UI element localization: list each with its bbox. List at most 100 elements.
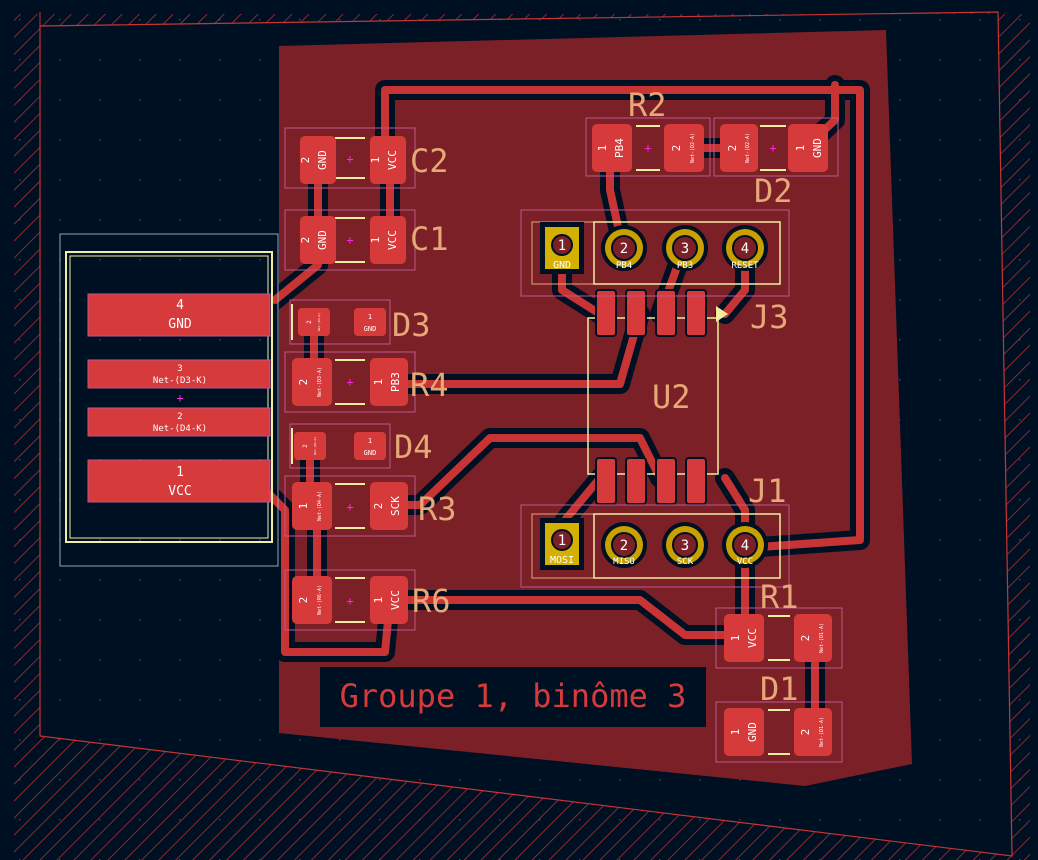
pad-net: VCC [389, 590, 402, 610]
ref-d1: D1 [760, 670, 799, 708]
svg-text:+: + [769, 141, 776, 155]
pin-number: 4 [741, 241, 749, 257]
pin-number: 2 [620, 241, 628, 257]
pad-net: VCC [746, 628, 759, 648]
pin-number: 4 [741, 538, 749, 554]
pin-number: 3 [681, 538, 689, 554]
pin-net: SCK [677, 557, 694, 567]
u2-footprint [587, 289, 728, 505]
pad-net: VCC [386, 150, 399, 170]
pad-number: 2 [670, 145, 683, 152]
pad-number: 1 [369, 157, 382, 164]
ref-r6: R6 [412, 582, 451, 620]
pad-number: 2 [302, 444, 309, 448]
pad-net: GND [364, 449, 377, 457]
connector-pad-4: 4 GND [87, 293, 271, 337]
pad-net: PB4 [613, 138, 626, 158]
ref-r1: R1 [760, 578, 799, 616]
pad-number: 2 [799, 729, 812, 736]
pad-net: GND [316, 230, 329, 250]
svg-text:+: + [644, 141, 651, 155]
pin-number: 3 [681, 241, 689, 257]
pad-net: GND [746, 722, 759, 742]
pad-number: 1 [729, 635, 742, 642]
pad-net: GND [364, 325, 377, 333]
ref-d4: D4 [394, 428, 433, 466]
pad-number: 2 [726, 145, 739, 152]
pad-net: Net-(D3-K) [153, 376, 207, 386]
j1-header: 1 MOSI 2 MISO 3 SCK 4 VCC [520, 504, 790, 588]
origin-marker: + [176, 391, 183, 405]
pin-net: RESET [731, 261, 759, 271]
pad-net: Net-(R6-A) [317, 585, 323, 615]
pad-number: 1 [596, 145, 609, 152]
d2-footprint: + 2 Net-(D2-A) 1 GND [713, 117, 839, 177]
pad-number: 1 [176, 465, 184, 480]
d4-footprint: 2 Net-(D4-A) 1 GND [289, 423, 391, 469]
pin-number: 1 [558, 533, 566, 549]
pad-net: Net-(D4-A) [313, 437, 317, 455]
pad-net: VCC [168, 484, 191, 499]
d1-footprint: 1 GND 2 Net-(D1-A) [715, 701, 843, 763]
pad-number: 3 [177, 364, 182, 374]
pad-number: 4 [176, 298, 184, 313]
pad-net: PB3 [389, 372, 402, 392]
connector-pad-2: 2 Net-(D4-K) [87, 407, 271, 437]
svg-text:+: + [346, 233, 353, 247]
pad-number: 2 [299, 237, 312, 244]
r1-footprint: 1 VCC 2 Net-(D1-A) [715, 607, 843, 669]
pad-number: 2 [297, 379, 310, 386]
pad-net: VCC [386, 230, 399, 250]
pad-number: 1 [372, 379, 385, 386]
pad-net: Net-(D3-A) [317, 367, 323, 397]
pad-net: Net-(D1-A) [819, 717, 825, 747]
ref-r2: R2 [628, 86, 667, 124]
pin-net: MOSI [550, 555, 574, 566]
pad-net: Net-(D4-K) [153, 424, 207, 434]
pin-number: 2 [620, 538, 628, 554]
svg-text:+: + [346, 375, 353, 389]
pad-number: 2 [306, 320, 313, 324]
pin-net: MISO [613, 557, 635, 567]
ref-j1: J1 [748, 472, 787, 510]
svg-text:+: + [346, 594, 353, 608]
d3-footprint: 2 Net-(D3-A) 1 GND [289, 299, 391, 345]
j3-header: 1 GND 2 PB4 3 PB3 4 RESET [520, 209, 790, 297]
pin-net: PB4 [616, 261, 632, 271]
connector-pad-3: 3 Net-(D3-K) [87, 359, 271, 389]
pad-number: 2 [372, 503, 385, 510]
pad-number: 1 [297, 503, 310, 510]
ref-j3: J3 [750, 298, 789, 336]
pad-number: 1 [729, 729, 742, 736]
pad-number: 2 [177, 412, 182, 422]
c1-footprint: + 2 GND 1 VCC [284, 209, 416, 271]
connector-pad-1: 1 VCC [87, 459, 271, 503]
pin-number: 1 [558, 238, 566, 254]
pad-number: 1 [368, 313, 372, 321]
pad-net: Net-(D2-A) [745, 133, 751, 163]
pad-number: 2 [799, 635, 812, 642]
ref-u2: U2 [652, 378, 691, 416]
board-title-text: Groupe 1, binôme 3 [340, 677, 687, 715]
r3-footprint: + 1 Net-(D4-A) 2 SCK [284, 475, 416, 537]
pad-net: GND [811, 138, 824, 158]
pad-number: 1 [794, 145, 807, 152]
pad-net: Net-(D1-A) [819, 623, 825, 653]
pin-net: GND [553, 260, 571, 271]
power-connector: 4 GND 3 Net-(D3-K) + 2 Net-(D4-K) 1 VCC [59, 233, 279, 567]
ref-r4: R4 [410, 366, 449, 404]
r4-footprint: + 2 Net-(D3-A) 1 PB3 [284, 351, 416, 413]
pad-net: GND [168, 317, 192, 332]
ref-c1: C1 [410, 220, 449, 258]
board-title: Groupe 1, binôme 3 [320, 667, 706, 727]
pad-number: 2 [299, 157, 312, 164]
pad-number: 1 [372, 597, 385, 604]
pad-net: GND [316, 150, 329, 170]
pad-number: 1 [368, 437, 372, 445]
pin-net: VCC [737, 557, 753, 567]
board-edge [14, 11, 1030, 860]
pad-net: Net-(D4-A) [317, 491, 323, 521]
c2-footprint: + 2 GND 1 VCC [284, 127, 416, 189]
ref-d3: D3 [392, 306, 431, 344]
